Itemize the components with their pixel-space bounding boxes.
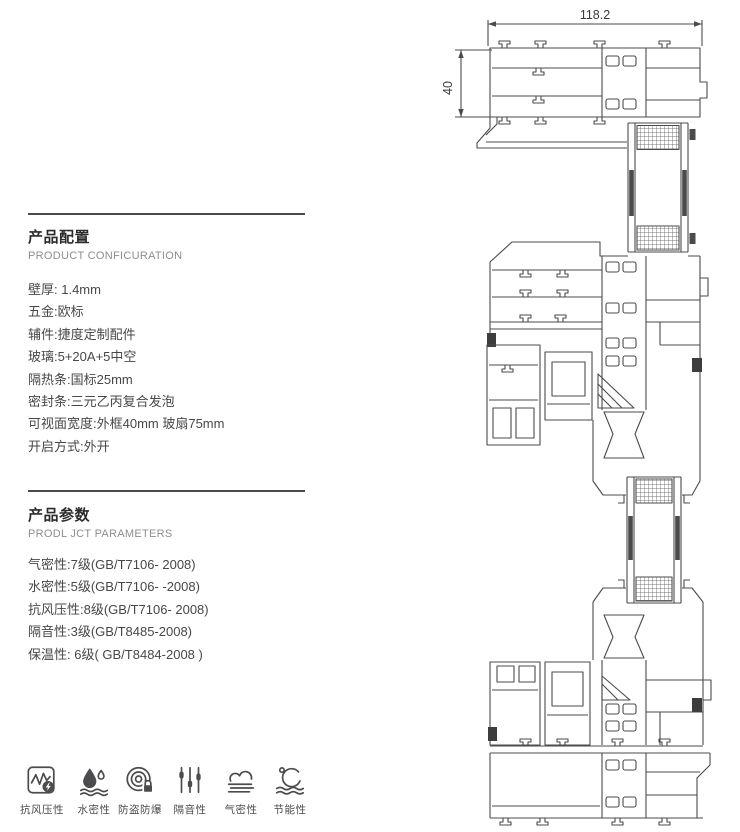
profile-section-drawing: 118.2 40 (441, 8, 712, 826)
param-item: 隔音性:3级(GB/T8485-2008) (28, 624, 193, 640)
config-item: 玻璃:5+20A+5中空 (28, 349, 137, 365)
config-section-title: 产品配置 (28, 229, 91, 246)
water-tightness-icon (77, 763, 111, 797)
sill-assembly-profile (488, 579, 712, 826)
glazing-unit-top (627, 122, 696, 253)
config-item: 隔热条:国标25mm (28, 371, 133, 387)
wind-pressure-icon (25, 763, 59, 797)
feature-water-tightness: 水密性 (58, 763, 130, 817)
feature-wind-pressure: 抗风压性 (6, 763, 78, 817)
param-item: 水密性:5级(GB/T7106- -2008) (28, 579, 200, 595)
config-list: 壁厚: 1.4mm 五金:欧标 辅件:捷度定制配件 玻璃:5+20A+5中空 隔… (28, 279, 328, 458)
transom-assembly-profile (486, 241, 709, 504)
dimension-lines: 118.2 40 (441, 8, 703, 118)
sound-insulation-icon (173, 763, 207, 797)
params-section-title: 产品参数 (28, 507, 91, 524)
anti-theft-icon (123, 763, 157, 797)
config-item: 开启方式:外开 (28, 438, 110, 454)
feature-anti-theft: 防盗防爆 (104, 763, 176, 817)
feature-label: 防盗防爆 (118, 804, 162, 816)
feature-label: 水密性 (77, 804, 111, 816)
section-divider (28, 213, 305, 215)
depth-dimension-label: 40 (441, 81, 455, 95)
feature-label: 气密性 (224, 804, 258, 816)
energy-saving-icon (273, 763, 307, 797)
section-divider (28, 490, 305, 492)
feature-energy-saving: 节能性 (254, 763, 326, 817)
feature-air-tightness: 气密性 (205, 763, 277, 817)
config-item: 辅件:捷度定制配件 (28, 326, 136, 342)
feature-label: 节能性 (273, 804, 307, 816)
param-item: 气密性:7级(GB/T7106- 2008) (28, 557, 196, 572)
glazing-unit-bottom (626, 476, 682, 604)
param-item: 抗风压性:8级(GB/T7106- 2008) (28, 601, 209, 617)
config-section-subtitle: PRODUCT CONFICURATION (28, 250, 183, 262)
feature-label: 抗风压性 (20, 804, 64, 816)
feature-sound-insulation: 隔音性 (154, 763, 226, 817)
config-item: 密封条:三元乙丙复合发泡 (28, 394, 175, 410)
air-tightness-icon (224, 763, 258, 797)
params-list: 气密性:7级(GB/T7106- 2008) 水密性:5级(GB/T7106- … (28, 554, 328, 666)
feature-label: 隔音性 (173, 804, 207, 816)
config-item: 可视面宽度:外框40mm 玻扇75mm (28, 416, 225, 432)
config-item: 五金:欧标 (28, 304, 84, 320)
width-dimension-label: 118.2 (580, 8, 610, 22)
config-item: 壁厚: 1.4mm (28, 282, 101, 297)
head-frame-profile (476, 40, 708, 149)
params-section-subtitle: PRODL JCT PARAMETERS (28, 528, 173, 540)
param-item: 保温性: 6级( GB/T8484-2008 ) (28, 646, 203, 662)
